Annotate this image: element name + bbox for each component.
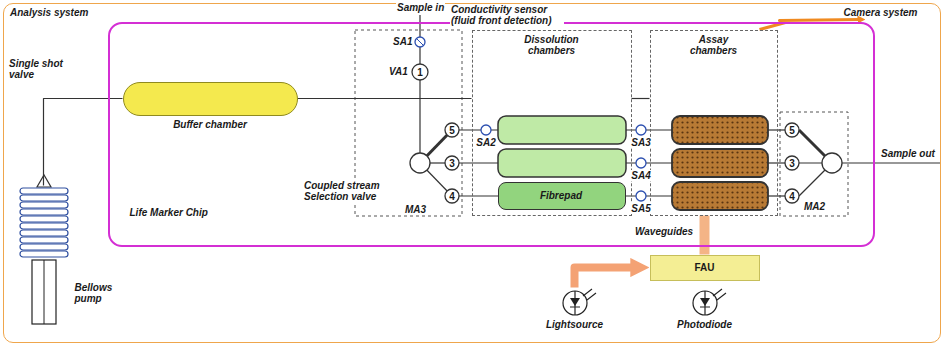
channel-line	[459, 129, 498, 130]
sensor-valve	[636, 191, 646, 201]
sample-in-line	[419, 15, 420, 153]
sensor-mark	[417, 39, 424, 46]
dissolution-chamber	[498, 116, 626, 144]
conductivity-sensor	[415, 37, 425, 47]
valve-port	[785, 189, 799, 203]
channel-line	[459, 162, 498, 163]
connector	[298, 98, 472, 99]
analysis-system-housing: Analysis systemLife Marker Chip Buffer ch…	[3, 3, 941, 343]
callout-number: 3	[788, 158, 796, 169]
callout-number: 5	[448, 125, 456, 136]
fibrepad-chamber: Fibrepad	[498, 182, 626, 210]
node-label: Camera system	[844, 7, 918, 18]
channel-line	[459, 195, 498, 196]
valve-port	[785, 156, 799, 170]
rotary-valve	[410, 153, 430, 173]
node-label: Life Marker Chip	[130, 207, 208, 218]
sample-out-line	[842, 162, 940, 163]
callout-number: 4	[448, 191, 456, 202]
sensor-valve	[481, 125, 491, 135]
part-label: MA2	[803, 201, 826, 212]
chamber-group: Assay chambers	[650, 30, 778, 216]
callout-number: 3	[448, 158, 456, 169]
node-label: Bellows pump	[75, 282, 127, 304]
valve-port	[445, 123, 459, 137]
chamber-group: Dissolution chambersFibrepad	[472, 30, 632, 216]
chip-outline: Life Marker Chip Buffer chamber Dissolutio…	[108, 22, 875, 247]
valve-port	[445, 189, 459, 203]
buffer-chamber: Buffer chamber	[123, 82, 298, 116]
light-source: Lightsource	[540, 288, 610, 334]
connector	[575, 268, 637, 288]
node-label: Buffer chamber	[173, 119, 247, 130]
callout-number: 1	[416, 67, 424, 78]
channel-line	[768, 162, 785, 163]
camera-system: Camera system	[842, 6, 920, 19]
callout-number: 4	[788, 191, 796, 202]
diode-symbol	[540, 288, 610, 318]
sensor-valve	[636, 125, 646, 135]
part-label: Conductivity sensor (fluid front detecti…	[450, 4, 564, 26]
rotary-valve	[822, 153, 842, 173]
part-label: MA3	[404, 204, 427, 215]
sensor-valve	[636, 158, 646, 168]
assay-chamber	[672, 116, 768, 144]
channel-line	[768, 195, 785, 196]
assay-chamber	[672, 149, 768, 177]
callout-number: 5	[788, 125, 796, 136]
node-label: Fibrepad	[540, 190, 582, 201]
part-label: SA1	[392, 36, 413, 47]
valve-port	[445, 156, 459, 170]
part-label: Sample in	[396, 2, 445, 13]
assay-chamber	[672, 182, 768, 210]
part-label: VA1	[388, 66, 409, 77]
connector	[44, 99, 123, 186]
pump-valve-symbol	[412, 64, 428, 80]
photodiode: Photodiode	[675, 288, 735, 334]
fau-block: FAU	[650, 255, 760, 281]
part-label: SA3	[630, 137, 651, 148]
dissolution-chamber	[498, 149, 626, 177]
channel-line	[768, 129, 785, 130]
part-label: SA5	[630, 203, 651, 214]
part-label: SA2	[475, 137, 496, 148]
node-label: Dissolution chambers	[514, 34, 590, 56]
node-label: Assay chambers	[676, 34, 752, 56]
node-label: Analysis system	[10, 7, 88, 18]
part-label: Waveguides	[634, 226, 694, 237]
node-label: FAU	[695, 262, 715, 273]
valve-group-outline	[780, 112, 848, 216]
diode-symbol	[675, 288, 735, 318]
part-label: Coupled stream Selection valve	[303, 180, 389, 202]
connector	[632, 98, 650, 99]
node-label: Lightsource	[546, 319, 603, 330]
bellows-symbol	[18, 186, 70, 326]
bellows-pump: Bellows pump	[18, 186, 70, 326]
valve-port	[785, 123, 799, 137]
connector	[700, 216, 710, 255]
node-label: Photodiode	[677, 319, 732, 330]
part-label: Single shot valve	[8, 58, 74, 80]
part-label: SA4	[630, 170, 651, 181]
part-label: Sample out	[880, 148, 936, 159]
